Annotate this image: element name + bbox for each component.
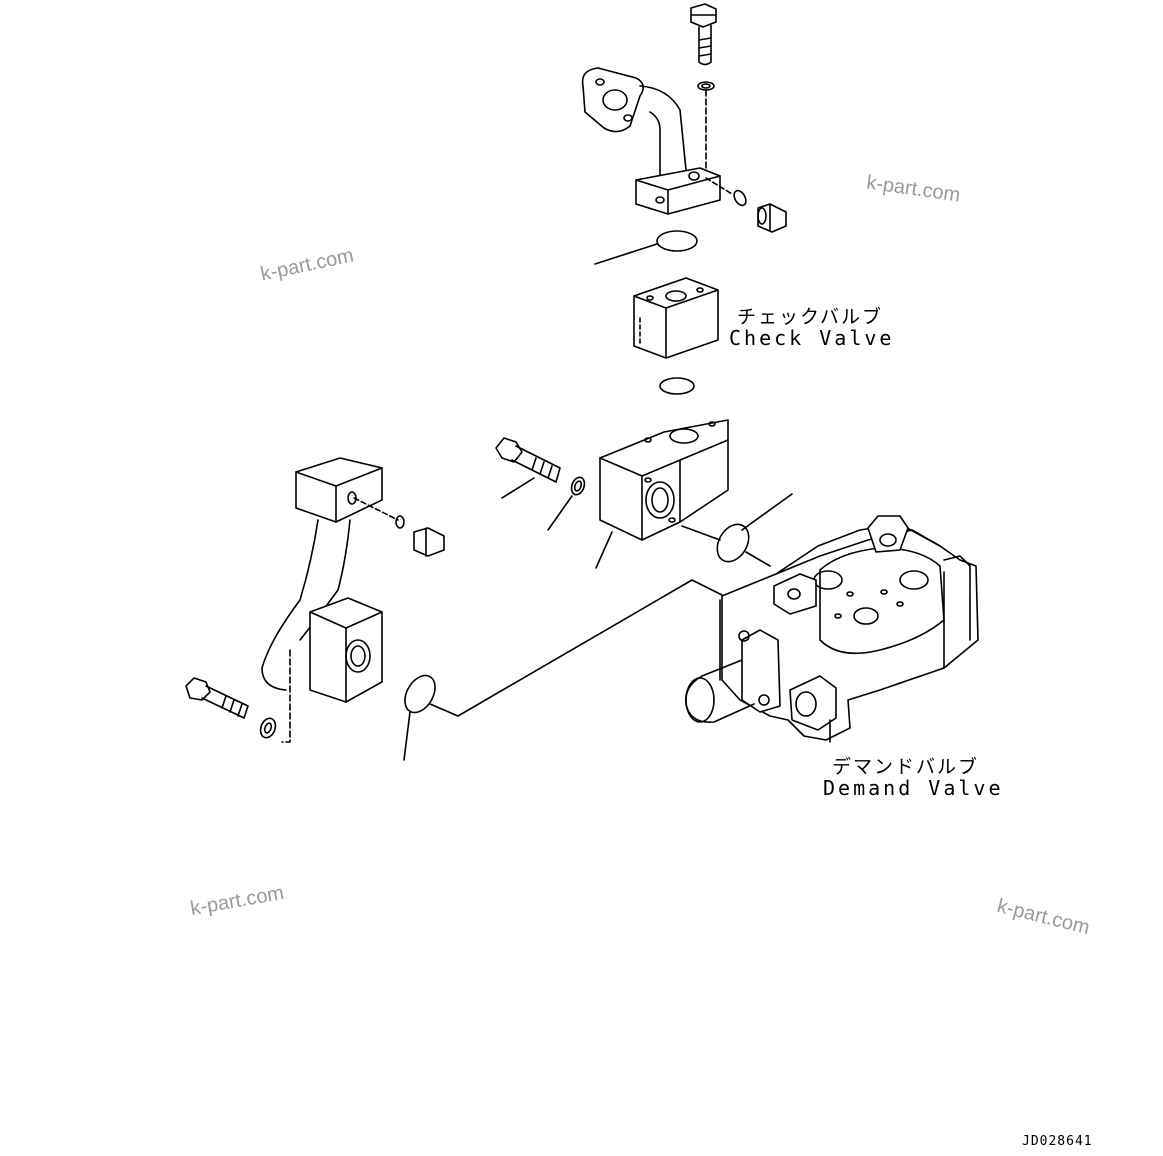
demand-valve-label-en: Demand Valve (823, 776, 1004, 800)
middle-bolt (495, 437, 586, 531)
top-plug (705, 177, 787, 233)
check-valve-label-en: Check Valve (729, 326, 895, 350)
oring-3 (681, 493, 793, 567)
adapter-block (595, 419, 729, 569)
demand-valve-body (685, 515, 979, 743)
top-elbow-pipe (581, 67, 721, 215)
left-bolt (185, 677, 277, 739)
oring-2 (659, 377, 695, 395)
check-valve-label-jp: チェックバルブ (737, 306, 884, 328)
left-pipe-assembly (261, 457, 445, 743)
check-valve-block (633, 277, 719, 359)
demand-valve-label-jp: デマンドバルブ (832, 756, 980, 778)
document-id: JD028641 (1022, 1134, 1093, 1149)
top-bolt (690, 3, 717, 173)
oring-1 (594, 230, 698, 265)
oring-4 (403, 579, 741, 761)
